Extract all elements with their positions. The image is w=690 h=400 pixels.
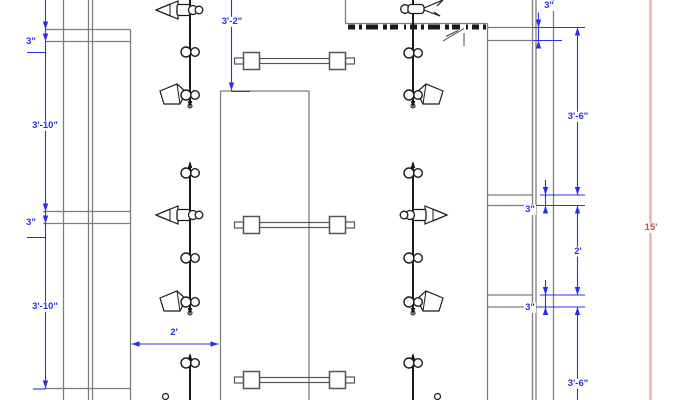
dim-label-left-3ft10-bot: 3'-10"	[31, 300, 59, 313]
dim-label-left-3in-top: 3"	[25, 35, 37, 48]
washer-icon	[180, 46, 192, 58]
center-dimension-3ft2	[228, 0, 250, 93]
dim-label-right-3in-mid: 3"	[524, 203, 536, 216]
center-panel	[219, 90, 310, 400]
washer-icon	[180, 167, 192, 179]
wingnut-icon	[399, 205, 449, 225]
wingnut-icon	[154, 0, 204, 20]
small-dimension-3in	[533, 12, 585, 49]
washer-icon	[180, 357, 192, 369]
vertical-tie-column	[399, 0, 449, 400]
cone-washer-icon	[159, 290, 200, 316]
cone-washer-icon	[159, 83, 200, 109]
dim-label-center-3ft2: 3'-2"	[220, 15, 244, 28]
dim-label-left-3in-mid: 3"	[25, 216, 37, 229]
top-right-panel	[344, 0, 488, 46]
washer-icon	[403, 89, 415, 101]
horizontal-tie-rod	[233, 51, 356, 71]
wingnut-side-icon	[400, 0, 444, 17]
wingnut-icon	[154, 205, 204, 225]
horizontal-tie-rod	[233, 370, 356, 390]
cone-washer-icon	[403, 290, 444, 316]
dim-label-right-3in-low: 3"	[524, 301, 536, 314]
washer-icon	[403, 296, 415, 308]
vertical-tie-column	[154, 0, 204, 400]
cone-washer-icon	[403, 83, 444, 109]
gap-dimension-2ft	[131, 341, 219, 347]
wall-structure	[43, 0, 555, 400]
washer-icon	[180, 296, 192, 308]
washer-icon	[403, 47, 415, 59]
dim-label-left-3ft10-top: 3'-10"	[31, 119, 59, 132]
dim-label-right-3in-top: 3"	[543, 0, 555, 12]
washer-icon	[180, 89, 192, 101]
washer-icon	[403, 357, 415, 369]
right-dimension-chain	[574, 27, 581, 400]
dim-label-overall-15ft: 15'	[643, 221, 659, 234]
dim-label-right-3ft6-top: 3'-6"	[566, 110, 590, 123]
dim-label-right-2ft: 2'	[573, 245, 583, 258]
washer-icon	[180, 252, 192, 264]
left-dimension-chain	[27, 0, 49, 390]
dim-label-gap-2ft: 2'	[169, 326, 179, 339]
horizontal-tie-rod	[233, 215, 356, 235]
washer-icon	[403, 167, 415, 179]
washer-icon	[403, 252, 415, 264]
dim-label-right-3ft6-bot: 3'-6"	[566, 377, 590, 390]
